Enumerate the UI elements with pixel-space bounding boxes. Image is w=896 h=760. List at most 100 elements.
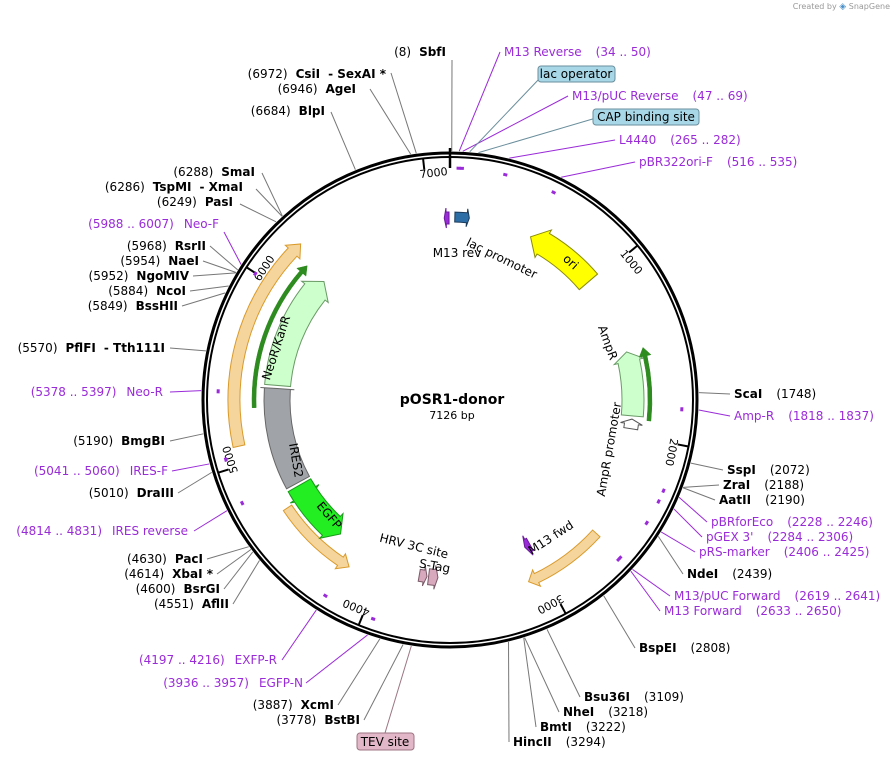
leader-line — [690, 462, 724, 471]
enzyme-pos: (5190) — [73, 434, 113, 448]
leader-line — [206, 546, 249, 560]
enzyme-name: Bsu36I — [584, 690, 630, 704]
primer-mark — [661, 488, 666, 494]
leader-line — [239, 203, 277, 223]
m13-fwd-arrow — [522, 535, 534, 556]
cap-binding-box — [592, 108, 700, 126]
primer-marks — [216, 166, 684, 621]
enzyme-ncoi: (5884)NcoI — [108, 284, 186, 298]
tick-label: 1000 — [617, 247, 645, 277]
tick-mark — [245, 266, 257, 275]
enzyme-suffix: - XmaI — [200, 180, 243, 194]
tick-mark — [559, 603, 567, 615]
primer-name: M13 Forward — [664, 604, 742, 618]
primer-range: (5988 .. 6007) — [88, 217, 174, 231]
enzyme-name: NgoMIV — [136, 269, 189, 283]
leader-line — [232, 560, 260, 605]
enzyme-rsrii: (5968) RsrII — [127, 239, 206, 253]
leader-line — [673, 508, 703, 538]
leader-lines — [169, 51, 731, 743]
primer-neo-f: (5988 .. 6007)Neo-F — [88, 217, 219, 231]
primer-mark — [551, 190, 557, 195]
enzyme-name: CsiI — [296, 67, 321, 81]
enzyme-pos: (3109) — [644, 690, 684, 704]
ires-label: IRES2 — [286, 442, 306, 479]
leader-line — [678, 496, 708, 523]
enzyme-pos: (3222) — [586, 720, 626, 734]
primer-range: (5378 .. 5397) — [31, 385, 117, 399]
enzyme-pos: (6684) — [251, 104, 291, 118]
enzyme-pos: (2439) — [732, 567, 772, 581]
enzyme-name: DraIII — [137, 486, 174, 500]
leader-line — [458, 51, 501, 152]
leader-line — [255, 188, 283, 217]
primer-range: (2228 .. 2246) — [787, 515, 873, 529]
features — [227, 207, 653, 590]
enzyme-pos: (3294) — [566, 735, 606, 749]
primer-name: M13/pUC Forward — [674, 589, 781, 603]
primer-exfp-r: (4197 .. 4216)EXFP-R — [139, 653, 277, 667]
primer-range: (265 .. 282) — [670, 133, 740, 147]
m13-rev-label: M13 rev — [433, 246, 482, 260]
enzyme-paci: (4630)PacI — [127, 552, 203, 566]
leader-line — [305, 634, 368, 684]
tick-mark — [217, 468, 229, 474]
tick-label: 4000 — [341, 596, 372, 619]
enzyme-pos: (5968) — [127, 239, 167, 253]
enzyme-blpi: (6684)BlpI — [251, 104, 325, 118]
enzyme-name: AatII — [719, 493, 751, 507]
primer-name: IRES-F — [130, 464, 168, 478]
leader-line — [223, 231, 242, 265]
primer-prs-marker: pRS-marker(2406 .. 2425) — [699, 545, 869, 559]
enzyme-bspei: BspEI(2808) — [639, 641, 730, 655]
enzyme-bsu36i: Bsu36I (3109) — [584, 690, 684, 704]
enzyme-name: SmaI — [221, 165, 255, 179]
enzyme-name: XcmI — [301, 698, 334, 712]
leader-line — [546, 629, 581, 698]
enzyme-name: BstBI — [324, 713, 360, 727]
enzyme-pos: (4551) — [154, 597, 194, 611]
brand-name: SnapGene — [848, 2, 890, 11]
enzyme-ndei: NdeI(2439) — [687, 567, 772, 581]
tick-label: 2000 — [662, 437, 680, 467]
leader-line — [169, 433, 204, 442]
enzyme-agei: (6946)AgeI — [278, 82, 356, 96]
enzyme-pos: (5952) — [89, 269, 129, 283]
enzyme-pos: (6972) — [248, 67, 288, 81]
enzyme-pos: (6286) — [105, 180, 145, 194]
plasmid-length: 7126 bp — [429, 409, 474, 422]
hrv-label: HRV 3C site — [378, 531, 450, 562]
enzyme-pos: (4614) — [124, 567, 164, 581]
enzyme-sspi: SspI(2072) — [727, 463, 810, 477]
primer-m13-reverse: M13 Reverse(34 .. 50) — [504, 45, 651, 59]
lac-operator-box — [537, 65, 616, 83]
enzyme-name: PasI — [205, 195, 233, 209]
primer-name: pGEX 3' — [706, 530, 753, 544]
primer-name: Neo-R — [126, 385, 163, 399]
primer-range: (4814 .. 4831) — [16, 524, 102, 538]
leader-line — [390, 72, 417, 154]
leader-line — [330, 111, 356, 170]
primer-name: M13/pUC Reverse — [572, 89, 679, 103]
primer-mark — [502, 172, 508, 177]
enzyme-pasi: (6249)PasI — [157, 195, 233, 209]
enzyme-name: RsrII — [175, 239, 206, 253]
primer-mark — [616, 556, 622, 562]
enzyme-hincii: HincII(3294) — [513, 735, 606, 749]
primer-ires-reverse: (4814 .. 4831)IRES reverse — [16, 524, 188, 538]
tick-label: 7000 — [419, 165, 448, 181]
lac-promoter-arrow — [454, 208, 470, 227]
enzyme-naei: (5954)NaeI — [120, 254, 199, 268]
leader-line — [363, 644, 404, 721]
tev-site-box — [356, 732, 415, 751]
hrv-arrow — [417, 566, 428, 587]
primer-range: (5041 .. 5060) — [34, 464, 120, 478]
enzyme-aflii: (4551)AflII — [154, 597, 229, 611]
enzyme-pflfi: (5570)PflFI- Tth111I — [18, 341, 165, 355]
tick-mark — [677, 443, 689, 448]
leader-line — [660, 531, 696, 553]
plasmid-name: pOSR1-donor — [400, 392, 505, 408]
tick-mark — [357, 614, 364, 626]
leader-line — [698, 392, 731, 395]
